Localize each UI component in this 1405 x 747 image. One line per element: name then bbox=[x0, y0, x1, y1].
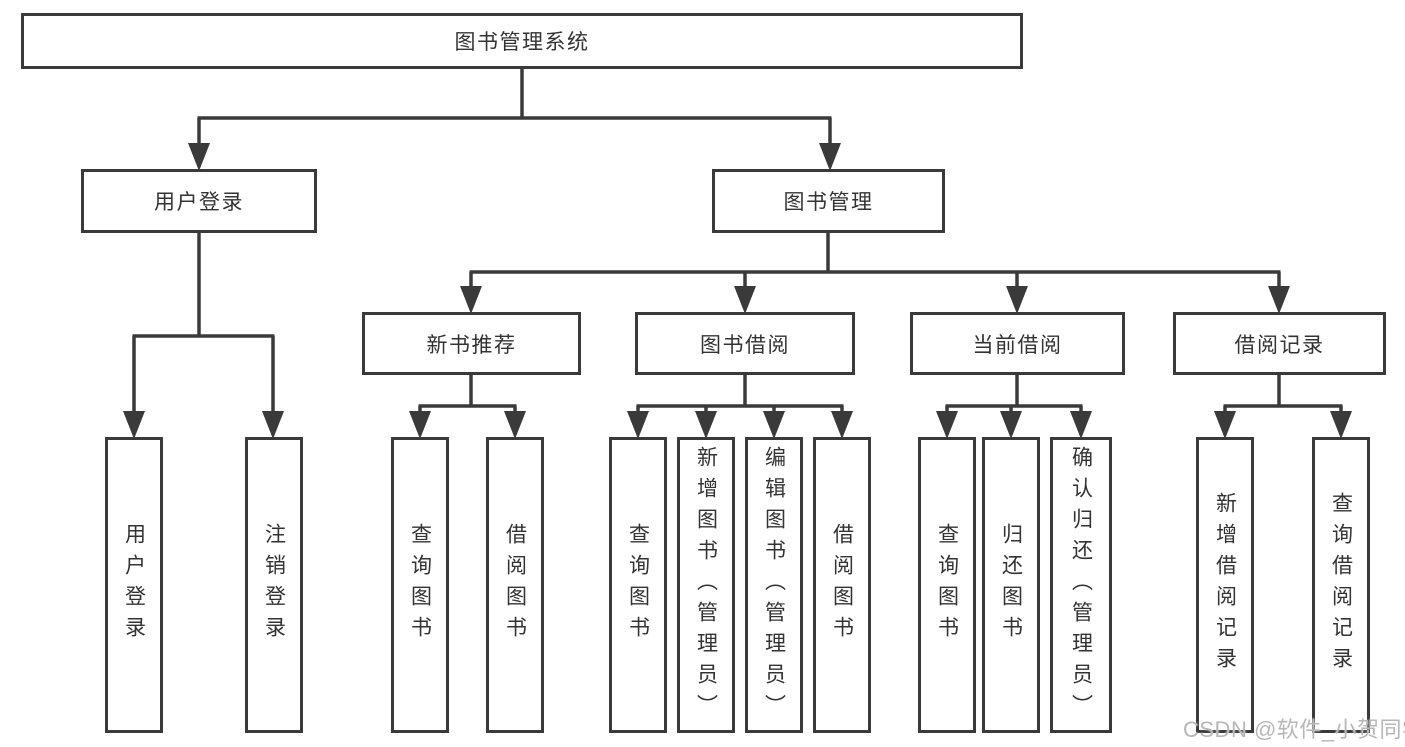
node-label: 归还图书 bbox=[999, 523, 1023, 647]
leaf-user-login: 用户登录 bbox=[105, 437, 163, 733]
node-label: 确认归还（管理员） bbox=[1069, 445, 1093, 725]
leaf-br-add-record: 新增借阅记录 bbox=[1196, 437, 1254, 733]
node-label: 查询图书 bbox=[626, 523, 650, 647]
node-label: 注销登录 bbox=[262, 523, 286, 647]
node-borrowing-records: 借阅记录 bbox=[1173, 312, 1386, 375]
leaf-cb-query-books: 查询图书 bbox=[918, 437, 976, 733]
node-label: 用户登录 bbox=[154, 191, 244, 214]
node-label: 图书管理 bbox=[783, 191, 874, 214]
node-new-book-recommend: 新书推荐 bbox=[362, 312, 581, 375]
node-label: 新增图书（管理员） bbox=[694, 445, 718, 725]
node-label: 图书管理系统 bbox=[454, 31, 590, 54]
node-label: 查询图书 bbox=[408, 523, 432, 647]
node-label: 图书借阅 bbox=[700, 333, 790, 357]
node-book-management-system: 图书管理系统 bbox=[21, 13, 1023, 69]
leaf-bb-borrow-books: 借阅图书 bbox=[813, 437, 871, 733]
node-label: 用户登录 bbox=[122, 523, 146, 647]
node-label: 当前借阅 bbox=[972, 333, 1063, 357]
node-label: 查询图书 bbox=[935, 523, 959, 647]
node-label: 借阅图书 bbox=[830, 523, 854, 647]
node-label: 借阅记录 bbox=[1234, 333, 1325, 357]
leaf-nb-query-books: 查询图书 bbox=[391, 437, 449, 733]
node-user-login: 用户登录 bbox=[81, 169, 317, 233]
node-label: 新增借阅记录 bbox=[1213, 492, 1237, 678]
leaf-nb-borrow-books: 借阅图书 bbox=[486, 437, 544, 733]
node-book-borrowing: 图书借阅 bbox=[635, 312, 855, 375]
leaf-logout: 注销登录 bbox=[245, 437, 303, 733]
node-label: 编辑图书（管理员） bbox=[762, 445, 786, 725]
csdn-watermark: CSDN @软件_小贺同学 bbox=[1183, 717, 1405, 742]
leaf-br-query-record: 查询借阅记录 bbox=[1312, 437, 1370, 733]
leaf-cb-return-books: 归还图书 bbox=[982, 437, 1040, 733]
node-current-borrowing: 当前借阅 bbox=[910, 312, 1125, 375]
leaf-bb-edit-books-admin: 编辑图书（管理员） bbox=[745, 437, 803, 733]
node-label: 新书推荐 bbox=[426, 333, 517, 357]
leaf-bb-add-books-admin: 新增图书（管理员） bbox=[677, 437, 735, 733]
leaf-bb-query-books: 查询图书 bbox=[609, 437, 667, 733]
node-label: 查询借阅记录 bbox=[1329, 492, 1353, 678]
node-label: 借阅图书 bbox=[503, 523, 527, 647]
leaf-cb-confirm-return-admin: 确认归还（管理员） bbox=[1050, 437, 1112, 733]
node-book-management: 图书管理 bbox=[712, 169, 945, 233]
